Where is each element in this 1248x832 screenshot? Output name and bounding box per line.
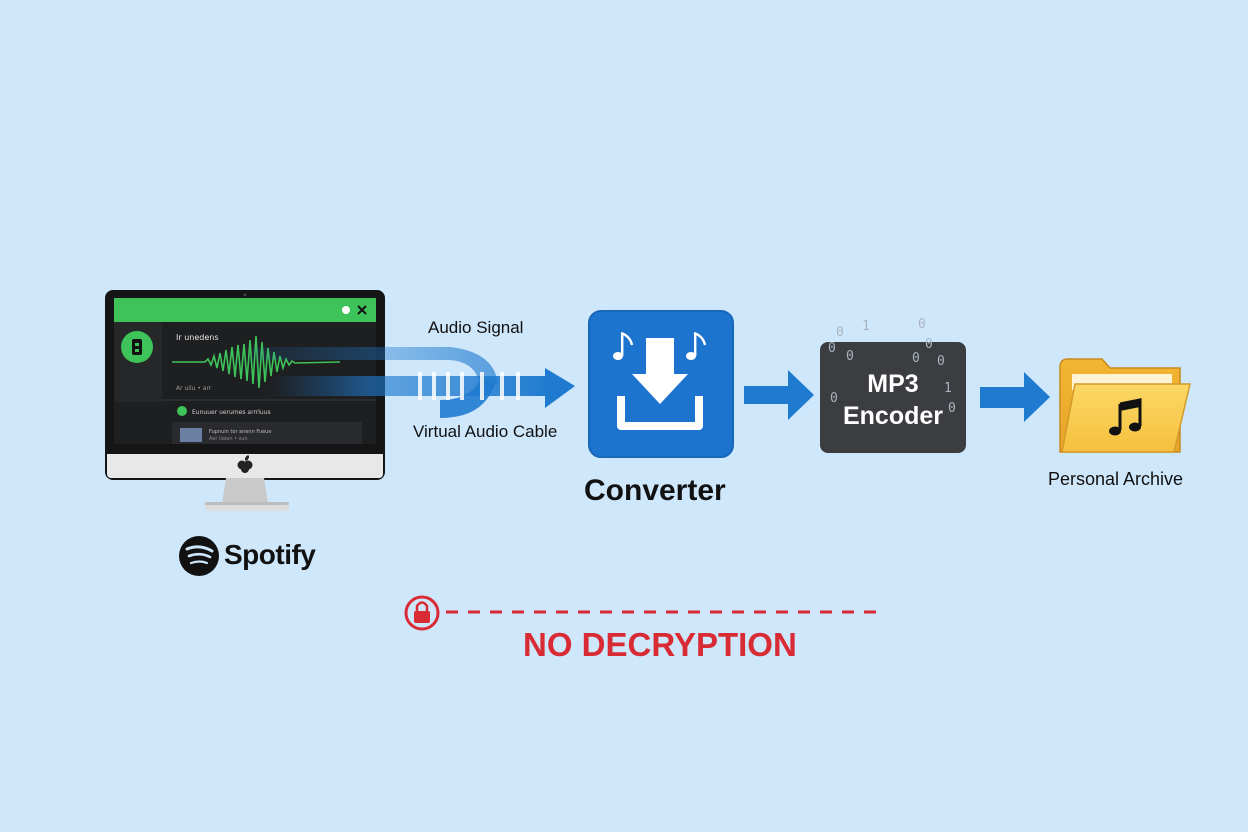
svg-text:1: 1 [862, 319, 870, 334]
mp3-encoder-box: 0 1 0 0 0 0 0 1 0 0 0 [820, 317, 966, 453]
svg-text:0: 0 [828, 341, 836, 356]
spotify-brand-label: Spotify [224, 539, 316, 570]
virtual-audio-cable [418, 372, 520, 400]
svg-text:0: 0 [925, 337, 933, 352]
personal-archive-label: Personal Archive [1048, 469, 1184, 489]
audio-signal-label: Audio Signal [428, 318, 524, 337]
encoder-label-line2: Encoder [842, 402, 944, 430]
track-list-item: Aer llalen • sun [209, 436, 248, 442]
virtual-audio-cable-label: Virtual Audio Cable [413, 422, 558, 441]
folder-icon [1059, 358, 1191, 453]
music-note-icon [613, 331, 634, 360]
arrow-right-icon [744, 370, 814, 420]
track-list-item: Eunuuer uerumes arrrluus [192, 409, 271, 416]
svg-text:0: 0 [846, 349, 854, 364]
apple-logo-icon [237, 455, 253, 473]
arrow-right-icon [545, 368, 575, 408]
svg-text:1: 1 [944, 381, 952, 396]
computer-monitor: Ir unedens Ar uilu • arr Eunuuer uerumes… [105, 290, 385, 511]
spotify-logo-icon [179, 536, 219, 576]
svg-text:0: 0 [912, 351, 920, 366]
download-icon [617, 338, 703, 430]
svg-text:0: 0 [836, 325, 844, 340]
app-heading: Ir unedens [176, 333, 219, 342]
lock-icon [404, 595, 440, 631]
app-subtext: Ar uilu • arr [176, 385, 212, 392]
svg-text:0: 0 [937, 354, 945, 369]
svg-text:0: 0 [918, 317, 926, 332]
track-list-item: Fupnuin tor anenn Fueue [209, 429, 271, 435]
svg-text:0: 0 [830, 391, 838, 406]
svg-text:0: 0 [948, 401, 956, 416]
converter-box [588, 310, 734, 458]
close-icon[interactable] [357, 305, 367, 315]
converter-label: Converter [584, 474, 726, 507]
window-dot-icon[interactable] [342, 306, 350, 314]
music-note-icon [1109, 398, 1142, 436]
encoder-label-line1: MP3 [867, 370, 919, 398]
no-decryption-label: NO DECRYPTION [523, 626, 797, 663]
binary-digits: 0 1 0 0 0 0 0 1 0 0 0 [828, 317, 956, 416]
music-note-icon [686, 331, 707, 360]
waveform [172, 335, 341, 389]
arrow-right-icon [980, 372, 1050, 422]
